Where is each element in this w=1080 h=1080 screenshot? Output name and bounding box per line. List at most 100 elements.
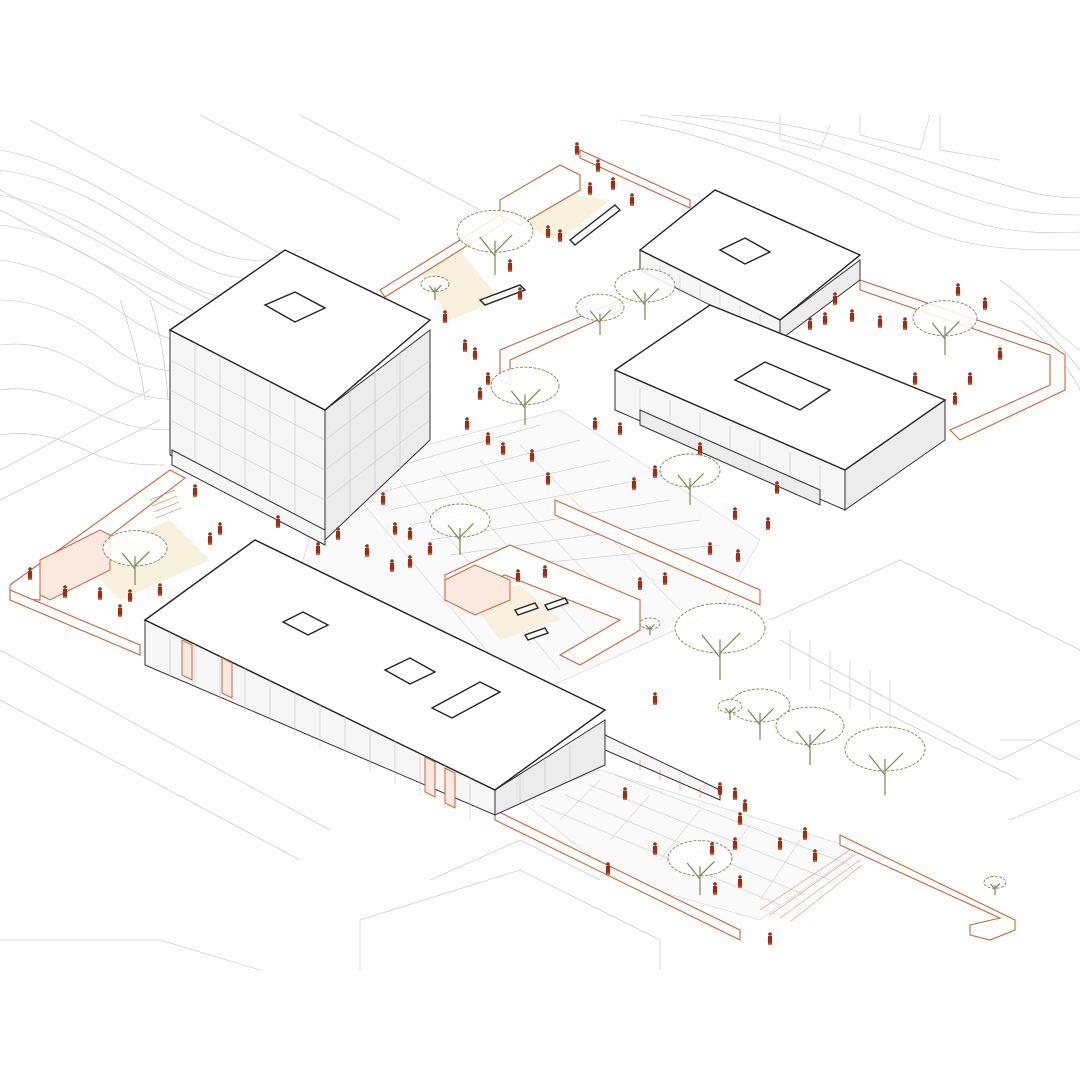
person-figure [732, 837, 738, 850]
person-head [128, 589, 132, 593]
person-figure [275, 515, 281, 528]
person-body [97, 591, 103, 600]
person-figure [574, 142, 580, 155]
person-figure [912, 372, 918, 385]
buildings-layer [143, 189, 947, 820]
person-figure [952, 392, 958, 405]
person-figure [982, 297, 988, 310]
person-body [442, 314, 448, 323]
person-head [630, 193, 634, 197]
person-body [652, 846, 658, 855]
person-figure [157, 583, 163, 596]
tree-trunk [589, 309, 612, 335]
bldg-b-skylight [718, 237, 772, 265]
person-body [912, 376, 918, 385]
tree-crown [667, 840, 733, 877]
person-figure [637, 577, 643, 590]
person-head [365, 544, 369, 548]
person-body [774, 485, 780, 494]
bench-3 [513, 602, 540, 616]
person-head [663, 572, 667, 576]
person-head [486, 432, 490, 436]
tree-trunk [645, 624, 655, 635]
stairs-left-courtyard [149, 489, 182, 519]
context-buildings-top-right [779, 114, 1001, 161]
person-figure [812, 849, 818, 862]
person-figure [315, 542, 321, 555]
benches [478, 204, 622, 641]
person-head [653, 692, 657, 696]
hall-brick-panels [181, 639, 456, 809]
wall-left-block [39, 529, 111, 601]
person-head [596, 159, 600, 163]
person-head [63, 585, 67, 589]
person-figure [117, 604, 123, 617]
person-figure [472, 347, 478, 360]
person-body [712, 886, 718, 895]
person-figure [595, 159, 601, 172]
person-head [713, 882, 717, 886]
person-head [98, 587, 102, 591]
person-head [653, 842, 657, 846]
person-head [428, 542, 432, 546]
trees-layer [102, 209, 1007, 895]
person-body [557, 233, 563, 242]
person-figure [629, 193, 635, 206]
person-body [737, 879, 743, 888]
person-figure [707, 542, 713, 555]
person-head [903, 317, 907, 321]
hall-roof [143, 539, 607, 791]
cube-facade-grid [169, 343, 431, 523]
person-body [812, 853, 818, 862]
person-head [546, 225, 550, 229]
person-head [546, 472, 550, 476]
context-buildings-bottom [0, 649, 661, 971]
tree-trunk [510, 388, 541, 425]
tree-trunk [868, 752, 904, 795]
person-head [336, 527, 340, 531]
person-head [953, 392, 957, 396]
cube-roof-skylight [263, 291, 327, 323]
cube-roof [168, 249, 432, 411]
person-body [157, 587, 163, 596]
bench-2 [568, 204, 622, 246]
person-figure [62, 585, 68, 598]
person-figure [545, 472, 551, 485]
person-body [732, 841, 738, 850]
person-figure [742, 799, 748, 812]
person-body [62, 589, 68, 598]
person-head [968, 372, 972, 376]
person-body [217, 526, 223, 535]
person-body [545, 229, 551, 238]
person-figure [997, 347, 1003, 360]
person-head [606, 862, 610, 866]
person-head [518, 287, 522, 291]
person-figure [712, 882, 718, 895]
person-body [207, 536, 213, 545]
person-head [768, 932, 772, 936]
tree-trunk [795, 728, 826, 765]
bldg-c-roof-courtyard [733, 361, 832, 411]
person-figure [622, 787, 628, 800]
person-head [218, 522, 222, 526]
tree [674, 603, 766, 680]
person-head [775, 481, 779, 485]
person-body [335, 531, 341, 540]
tree [667, 840, 733, 895]
person-head [118, 604, 122, 608]
tree-crown [420, 275, 450, 293]
person-figure [807, 317, 813, 330]
person-head [623, 787, 627, 791]
person-head [208, 532, 212, 536]
person-head [408, 555, 412, 559]
person-body [407, 559, 413, 568]
person-body [652, 696, 658, 705]
tree-trunk [121, 550, 150, 585]
person-head [813, 849, 817, 853]
person-body [380, 496, 386, 505]
wall-bottom-long [839, 834, 1016, 941]
person-body [315, 546, 321, 555]
person-figure [427, 542, 433, 555]
person-body [955, 287, 961, 296]
person-body [877, 319, 883, 328]
